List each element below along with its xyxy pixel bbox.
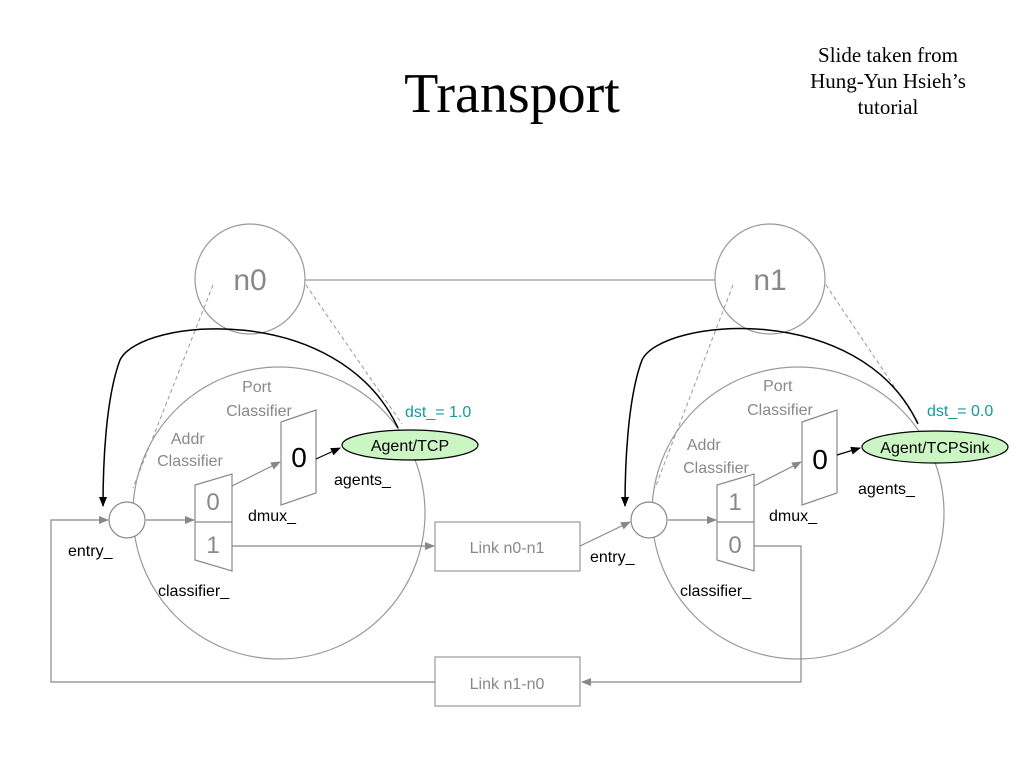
entry-point-n1 bbox=[630, 501, 668, 539]
agent-to-entry-arrow-n0 bbox=[99, 328, 399, 507]
node-n0-label: n0 bbox=[233, 264, 266, 297]
classifier-label-n0: classifier_ bbox=[158, 583, 230, 600]
node-n1-group: n1 entry_ Addr Classifier 1 0 classifier… bbox=[581, 223, 1009, 686]
classifier-slot-n0-a: 0 bbox=[206, 489, 219, 516]
node-n0-circle bbox=[194, 223, 306, 335]
attribution-line: Slide taken from bbox=[818, 43, 958, 67]
dmux-to-agent-arrow bbox=[315, 447, 341, 460]
zoom-line bbox=[132, 284, 214, 489]
classifier-to-dmux-arrow bbox=[231, 461, 281, 487]
agent-tcp bbox=[341, 429, 479, 461]
agent-tcp-label: Agent/TCP bbox=[371, 438, 449, 455]
addr-classifier-label-n1: Addr Classifier bbox=[683, 437, 749, 477]
entry-label-n1: entry_ bbox=[590, 549, 636, 566]
node-n1-circle bbox=[714, 223, 826, 335]
dmux-label-n0: dmux_ bbox=[248, 508, 297, 525]
link-n0-n1-box bbox=[434, 521, 581, 572]
zoom-line bbox=[305, 284, 403, 425]
classifier-slot-n1-b: 0 bbox=[728, 532, 741, 559]
attribution-line: Hung-Yun Hsieh’s bbox=[810, 69, 966, 93]
zoom-line bbox=[654, 284, 734, 489]
slide-title: Transport bbox=[404, 63, 620, 125]
attribution-line: tutorial bbox=[857, 95, 919, 119]
link-n1-n0-label: Link n1-n0 bbox=[470, 676, 545, 693]
classifier-slot-n1-a: 1 bbox=[728, 489, 741, 516]
classifier-to-dmux-arrow bbox=[753, 461, 802, 487]
addr-classifier-label-n0: Addr Classifier bbox=[157, 431, 223, 470]
agents-label-n0: agents_ bbox=[334, 472, 392, 489]
dst-label-n1: dst_= 0.0 bbox=[927, 403, 993, 420]
dmux-label-n1: dmux_ bbox=[769, 508, 818, 525]
classifier-slot-n0-b: 1 bbox=[206, 532, 219, 559]
entry-label-n0: entry_ bbox=[68, 543, 114, 560]
dmux-slot-n1: 0 bbox=[812, 444, 828, 475]
link-to-entry-return-line bbox=[50, 516, 435, 683]
dmux-slot-n0: 0 bbox=[291, 442, 307, 473]
agents-label-n1: agents_ bbox=[858, 481, 916, 498]
entry-point-n0 bbox=[108, 501, 146, 539]
dmux-to-agent-arrow bbox=[836, 446, 861, 456]
attribution: Slide taken from Hung-Yun Hsieh’s tutori… bbox=[760, 42, 1016, 120]
link-n1-n0-box bbox=[434, 656, 581, 707]
port-classifier-n0 bbox=[280, 409, 317, 506]
link-to-entry-arrow bbox=[579, 521, 631, 547]
agent-tcpsink bbox=[861, 430, 1009, 464]
port-classifier-n1 bbox=[801, 409, 838, 506]
dst-label-n0: dst_= 1.0 bbox=[405, 404, 471, 421]
classifier-to-link-return-line bbox=[581, 545, 802, 686]
agent-tcpsink-label: Agent/TCPSink bbox=[880, 440, 990, 457]
port-classifier-label-n1: Port Classifier bbox=[747, 378, 813, 419]
node-n1-label: n1 bbox=[753, 264, 786, 297]
port-classifier-label-n0: Port Classifier bbox=[226, 379, 292, 420]
agent-to-entry-arrow-n1 bbox=[621, 327, 919, 507]
node-n0-group: n0 entry_ Addr Classifier 0 1 classifier… bbox=[68, 223, 479, 660]
link-n0-n1-label: Link n0-n1 bbox=[470, 540, 545, 557]
classifier-label-n1: classifier_ bbox=[680, 583, 752, 600]
